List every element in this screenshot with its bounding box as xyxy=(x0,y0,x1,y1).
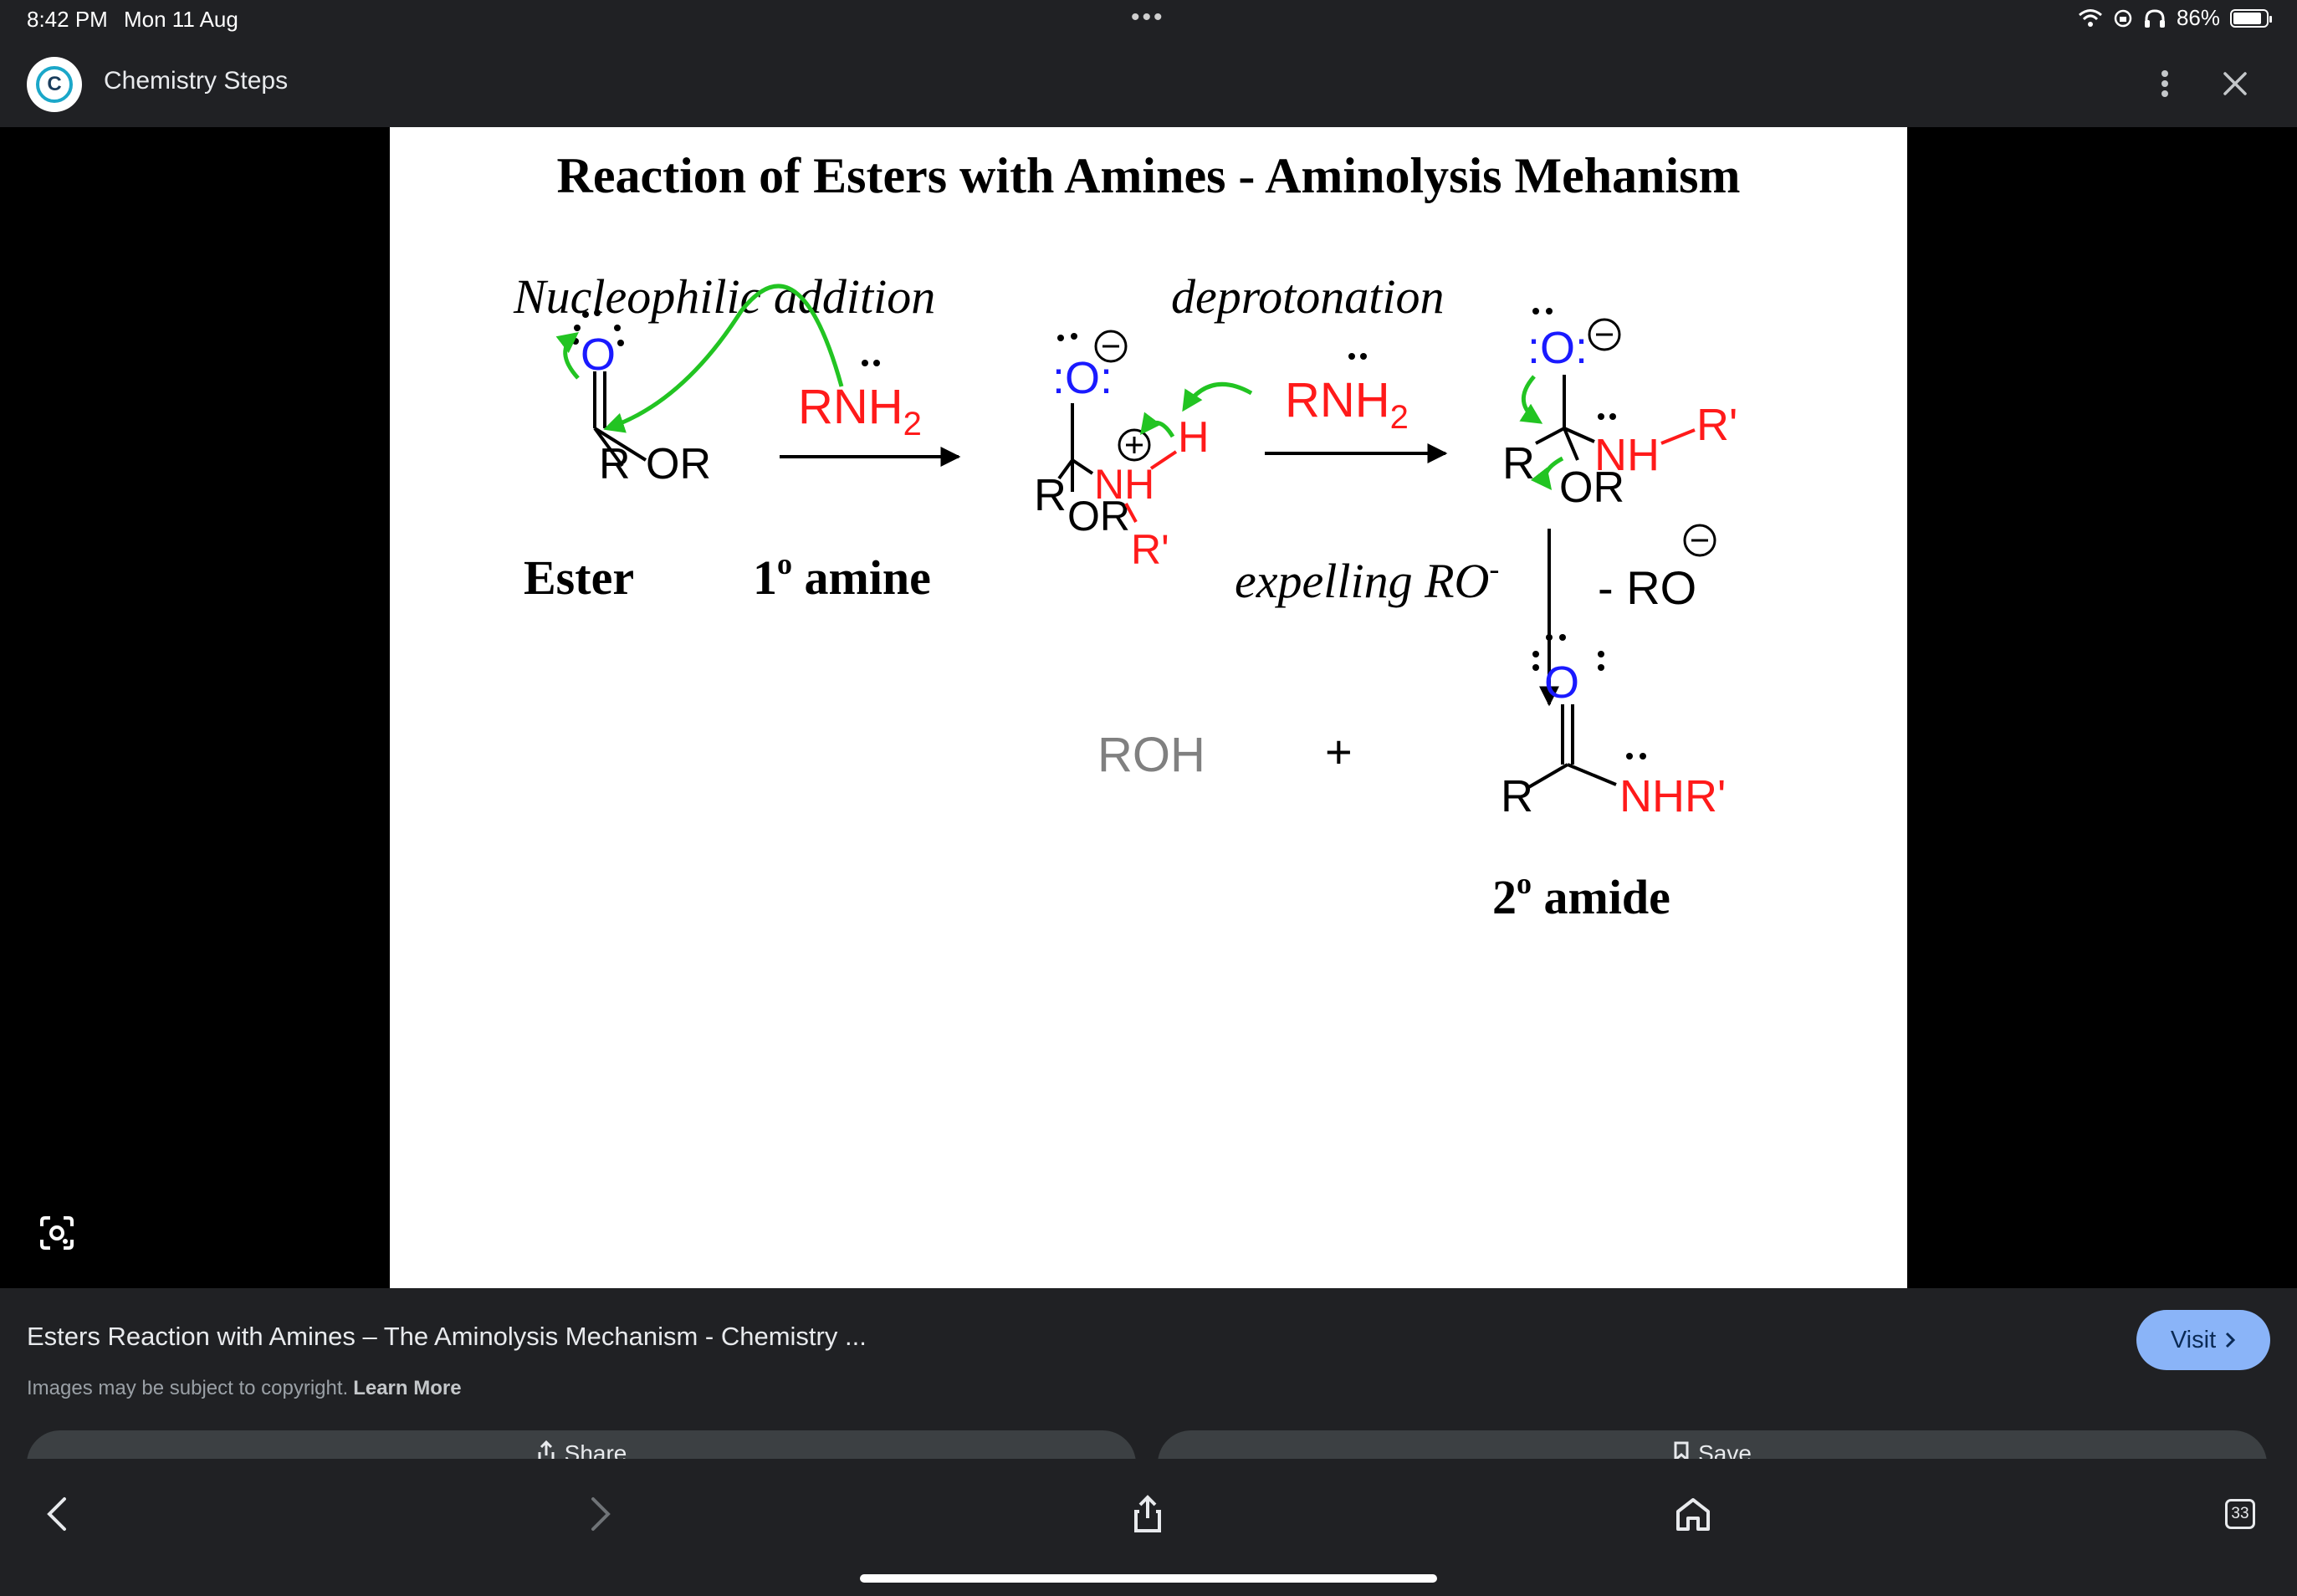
home-icon xyxy=(1676,1498,1710,1531)
wifi-icon xyxy=(2078,8,2102,27)
tabs-button[interactable]: 33 xyxy=(2207,1481,2274,1547)
learn-more-link[interactable]: Learn More xyxy=(353,1377,462,1399)
multitasking-dots[interactable]: ••• xyxy=(1131,3,1165,31)
figure-title: Reaction of Esters with Amines - Aminoly… xyxy=(557,148,1741,203)
ester-atom-o: O xyxy=(581,330,616,380)
battery-icon xyxy=(2230,8,2272,28)
more-options-button[interactable] xyxy=(2141,60,2188,107)
tetrahedral-intermediate-2: R :O: NH R' OR xyxy=(1502,308,1737,512)
svg-text::O:: :O: xyxy=(1052,353,1113,403)
svg-text:OR: OR xyxy=(1067,493,1130,540)
share-label: Share xyxy=(564,1440,627,1459)
status-date: Mon 11 Aug xyxy=(124,7,238,32)
kebab-menu-icon xyxy=(2161,70,2168,97)
forward-icon xyxy=(591,1497,611,1531)
visit-label: Visit xyxy=(2170,1326,2217,1353)
svg-text:R: R xyxy=(1034,470,1067,520)
status-time: 8:42 PM xyxy=(27,7,108,32)
site-logo-letter: C xyxy=(36,66,73,103)
share-icon xyxy=(1134,1495,1161,1532)
save-button[interactable]: Save xyxy=(1158,1430,2267,1459)
label-deprotonation: deprotonation xyxy=(1171,269,1445,324)
svg-text:R: R xyxy=(1502,438,1535,489)
close-button[interactable] xyxy=(2212,60,2259,107)
reagent-rnh2-2: RNH2 xyxy=(1285,373,1409,436)
svg-text:R': R' xyxy=(1131,526,1169,573)
site-name[interactable]: Chemistry Steps xyxy=(104,67,289,95)
mechanism-diagram: Reaction of Esters with Amines - Aminoly… xyxy=(513,148,1741,924)
bottom-toolbar: 33 xyxy=(0,1459,2297,1596)
label-expelling-ro: expelling RO- xyxy=(1235,552,1499,608)
reagent-rnh2-1: RNH2 xyxy=(798,380,922,442)
share-button[interactable]: Share xyxy=(27,1430,1136,1459)
battery-level xyxy=(2233,12,2261,24)
leaving-group-ro: - RO xyxy=(1598,561,1696,614)
svg-text:NH: NH xyxy=(1094,461,1154,508)
bookmark-icon xyxy=(1674,1441,1689,1459)
mechanism-figure: Reaction of Esters with Amines - Aminoly… xyxy=(390,127,1907,1288)
label-nucleophilic-addition: Nucleophilic addition xyxy=(513,269,935,324)
back-icon xyxy=(47,1497,66,1531)
visit-button[interactable]: Visit xyxy=(2136,1310,2270,1370)
save-label: Save xyxy=(1698,1440,1752,1459)
label-ester: Ester xyxy=(524,550,634,605)
status-bar: 8:42 PM Mon 11 Aug ••• 86% xyxy=(0,0,2297,40)
svg-text:O: O xyxy=(1544,657,1579,708)
label-secondary-amide: 2o amide xyxy=(1492,867,1670,924)
site-logo: C xyxy=(27,57,82,112)
label-primary-amine: 1o amine xyxy=(753,547,931,605)
result-title[interactable]: Esters Reaction with Amines – The Aminol… xyxy=(27,1322,867,1351)
close-icon xyxy=(2223,72,2247,95)
home-button[interactable] xyxy=(1660,1481,1727,1547)
secondary-amide-structure: O R NHR' xyxy=(1501,634,1726,821)
image-viewer[interactable]: Reaction of Esters with Amines - Aminoly… xyxy=(0,127,2297,1288)
plus-sign: + xyxy=(1325,725,1353,778)
share-page-button[interactable] xyxy=(1114,1481,1181,1547)
svg-text:R: R xyxy=(1501,771,1533,821)
share-icon xyxy=(538,1440,555,1459)
forward-button[interactable] xyxy=(567,1481,634,1547)
google-lens-button[interactable] xyxy=(37,1213,77,1253)
app-header: C Chemistry Steps xyxy=(0,40,2297,127)
tabs-icon: 33 xyxy=(2225,1499,2255,1529)
svg-text:NH: NH xyxy=(1594,430,1660,480)
ester-atom-or: OR xyxy=(646,440,711,489)
back-button[interactable] xyxy=(23,1481,90,1547)
svg-text::O:: :O: xyxy=(1527,323,1588,373)
svg-text:H: H xyxy=(1178,413,1210,462)
chevron-right-icon xyxy=(2226,1332,2236,1348)
status-indicators: 86% xyxy=(2078,5,2272,31)
copyright-note: Images may be subject to copyright.Learn… xyxy=(27,1377,462,1399)
home-indicator[interactable] xyxy=(860,1574,1437,1583)
battery-percent: 86% xyxy=(2176,5,2220,30)
headphones-icon xyxy=(2144,8,2165,28)
ester-structure: R OR O xyxy=(555,284,844,489)
image-info-panel: Esters Reaction with Amines – The Aminol… xyxy=(0,1288,2297,1459)
svg-text:OR: OR xyxy=(1559,463,1624,512)
tetrahedral-intermediate-1: R :O: OR NH H R' xyxy=(1034,330,1253,573)
google-lens-icon xyxy=(40,1216,74,1250)
svg-text:R': R' xyxy=(1696,400,1737,450)
byproduct-roh: ROH xyxy=(1097,728,1205,782)
lock-rotation-icon xyxy=(2114,9,2132,27)
svg-text:NHR': NHR' xyxy=(1619,771,1726,821)
